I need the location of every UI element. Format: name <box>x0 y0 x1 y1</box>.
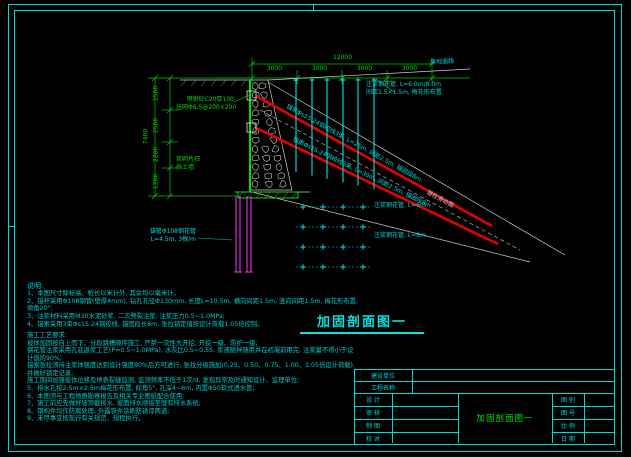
nail-top-label-2: 间距1.5×1.5m, 梅花形布置 <box>366 89 442 96</box>
anchor-cables <box>255 94 499 246</box>
title-block-drawing-name: 加固剖面图一 <box>476 414 534 424</box>
dim-top-seg-1: 3000 <box>266 65 283 72</box>
title-block-line <box>584 393 585 443</box>
title-block-line <box>354 432 458 433</box>
title-block-fig-no: 图 号 <box>561 410 575 417</box>
nail-plan-grid <box>296 204 371 270</box>
title-block-line <box>354 419 458 420</box>
retaining-wall <box>237 80 299 199</box>
title-block-line <box>354 406 458 407</box>
title-block-row-check: 审 核 <box>366 410 380 417</box>
title-block-fig-type: 图 别 <box>561 397 575 404</box>
dim-top-seg-4: 3000 <box>401 65 418 72</box>
ground-hatch-top <box>180 79 247 87</box>
dim-left-seg-3: 2200 <box>152 146 160 163</box>
title-block-line <box>552 432 615 433</box>
note-line: 施工期间加强坡体位移及地表裂缝监测, 监测频率不低于1次/d, 发现异常及时通知… <box>27 377 300 385</box>
note-line: 5、排水孔按2.5m×2.5m梅花形布置, 仰角5°, 孔深4~6m, 内置Φ5… <box>27 384 255 392</box>
nail-top-label-1: 注浆钢花管, L=6.0m/8.0m <box>366 81 441 88</box>
note-line: 钢花管注浆采用孔底返浆工艺(P=0.5~1.0MPa), 水灰比0.5~0.55… <box>27 347 354 362</box>
title-block-row-draft: 制 图 <box>366 423 380 430</box>
wall-label-2: 挡土墙 <box>176 164 195 171</box>
pile-label-2: L=4.5m, 3根/m <box>150 236 196 243</box>
dimension-lines <box>148 58 470 200</box>
note-line: 9、未尽事宜按现行有关规范、规程执行。 <box>27 415 145 423</box>
inner-frame <box>14 10 615 445</box>
frame-center-tick-left <box>8 226 14 227</box>
shotcrete-label-1: 喷射砼C20厚100 <box>186 96 234 103</box>
ground-lines <box>180 68 566 263</box>
ground-line-label: 原地面线 <box>429 57 455 66</box>
rubble-stone-hatch <box>251 81 287 189</box>
note-line: 7、施工前应先做好坡顶截排水, 坡面排水顺接至既有排水系统; <box>27 400 201 408</box>
note-line: 3、注浆材料采用M30水泥砂浆, 二次劈裂注浆, 注浆压力0.5~1.0MPa; <box>27 313 225 321</box>
ground-hatch-toe <box>237 191 298 199</box>
dim-left-total: 7400 <box>142 128 150 145</box>
title-block <box>354 369 615 445</box>
note-line: 6、本图须与工程地质勘察报告及相关专业图纸配合使用; <box>27 392 185 400</box>
title-block-line <box>354 381 615 382</box>
note-line: 锚索张拉须待注浆体强度达到设计强度80%后方可进行, 张拉分级施加(0.25、0… <box>27 362 356 377</box>
title-block-project-label: 工程名称 <box>370 385 395 392</box>
dim-top-total: 12000 <box>332 54 353 61</box>
dim-top-seg-3: 3000 <box>356 65 373 72</box>
grid-label-2: 注浆钢花管, L=8m <box>374 232 426 239</box>
outer-frame <box>8 4 622 452</box>
dim-left-seg-1: 1500 <box>152 85 160 102</box>
title-block-line <box>552 393 553 443</box>
title-block-line <box>458 393 459 443</box>
title-block-row-design: 设 计 <box>366 397 380 404</box>
title-block-row-proof: 校 对 <box>366 436 380 443</box>
wall-label-1: 浆砌片石 <box>176 156 201 163</box>
title-block-owner-label: 建设单位 <box>370 373 395 380</box>
section-title: 加固剖面图一 <box>300 311 424 334</box>
title-block-line <box>354 393 615 394</box>
leader-lines <box>197 78 395 241</box>
notes-block: 说明:1、本图尺寸除标高、桩长以米计外, 其余均以毫米计。2、锚杆采用Φ108钢… <box>27 282 359 423</box>
title-block-line <box>552 419 615 420</box>
note-line: 坡体加固按自上而下、分段跳槽顺序施工, 严禁一次性大开挖, 开挖一级、防护一级; <box>27 339 258 347</box>
soil-nail-lines <box>293 78 377 190</box>
note-line: 施工工艺要求: <box>27 332 67 340</box>
frame-center-tick-top <box>313 4 314 10</box>
dim-left-seg-2: 2500 <box>152 117 160 134</box>
title-block-scale: 比 例 <box>561 423 575 430</box>
micro-piles <box>234 196 253 273</box>
dim-top-seg-2: 3000 <box>311 65 328 72</box>
title-block-line <box>412 369 413 393</box>
grid-label-1: 注浆钢花管, L=6m <box>374 202 426 209</box>
note-line: 说明: <box>27 282 44 290</box>
anchor-plates <box>246 90 257 133</box>
dim-left-seg-4: 1200 <box>152 173 160 190</box>
pile-label-1: 锚管Φ108钢花管 <box>149 228 196 235</box>
note-line: 8、钢构件均作防腐处理, 外露铁件涂刷防锈漆两道; <box>27 407 170 415</box>
title-block-line <box>392 393 393 443</box>
title-block-line <box>552 406 615 407</box>
note-line: 1、本图尺寸除标高、桩长以米计外, 其余均以毫米计。 <box>27 290 180 298</box>
note-line: 4、锚索采用3束Φs15.24钢绞线, 锚固段长8m, 张拉锁定值按设计荷载1.… <box>27 320 264 328</box>
title-block-date: 日 期 <box>561 436 575 443</box>
note-line: 2、锚杆采用Φ108钢管(壁厚4mm), 钻孔孔径Φ130mm, 长度L=10.… <box>27 297 358 313</box>
shotcrete-label-2: 挂网Φ6.5@200×200 <box>176 104 237 111</box>
